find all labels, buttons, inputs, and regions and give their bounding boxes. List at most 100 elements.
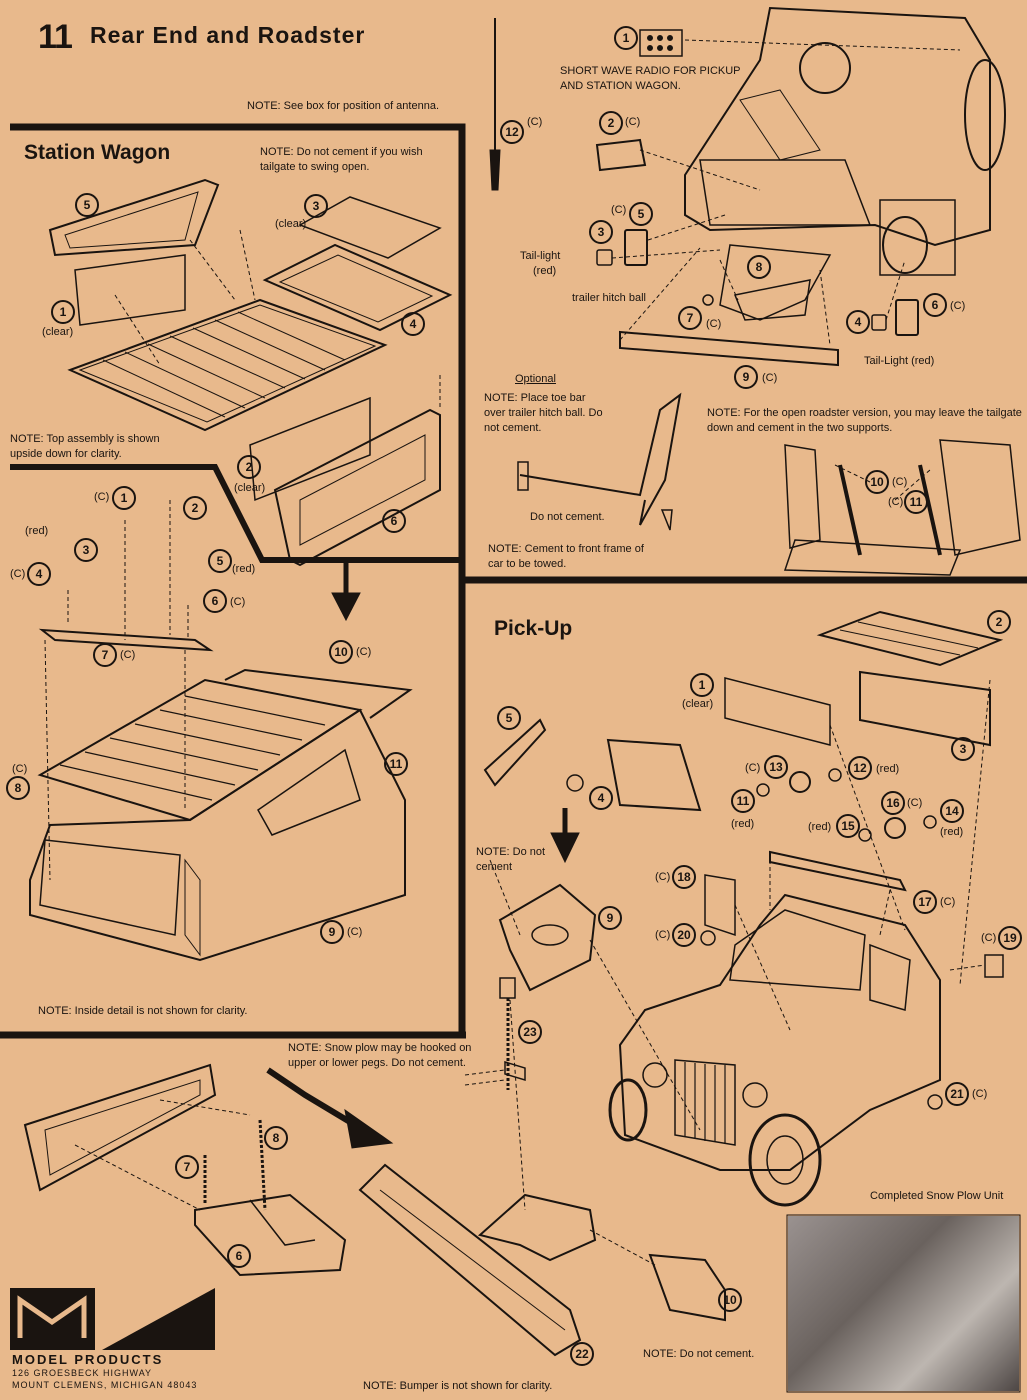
tail-light-red-label-right: Tail-Light (red): [864, 355, 935, 367]
label-clear-3: (clear): [275, 218, 307, 230]
svg-text:3: 3: [83, 543, 90, 557]
svg-text:21: 21: [950, 1087, 964, 1101]
note-do-not-cement-tow: Do not cement.: [530, 511, 605, 523]
svg-text:18: 18: [677, 870, 691, 884]
label-c-16: (C): [907, 797, 923, 809]
note-tailgate: NOTE: Do not cement if you wish tailgate…: [260, 146, 423, 173]
svg-text:2: 2: [192, 501, 199, 515]
svg-text:10: 10: [723, 1293, 737, 1307]
label-c-9r: (C): [762, 372, 778, 384]
svg-text:22: 22: [575, 1347, 589, 1361]
svg-text:2: 2: [246, 460, 253, 474]
completed-label: Completed Snow Plow Unit: [870, 1190, 1004, 1202]
svg-text:9: 9: [743, 370, 750, 384]
section-title-station-wagon: Station Wagon: [24, 141, 171, 164]
svg-text:8: 8: [15, 781, 22, 795]
svg-text:1: 1: [121, 491, 128, 505]
note-open-roadster: NOTE: For the open roadster version, you…: [707, 407, 1022, 434]
section-title-pickup: Pick-Up: [494, 617, 573, 640]
svg-text:8: 8: [273, 1131, 280, 1145]
company-name: MODEL PRODUCTS: [12, 1352, 164, 1367]
note-snow-plow: NOTE: Snow plow may be hooked on upper o…: [288, 1042, 472, 1069]
svg-text:4: 4: [855, 315, 862, 329]
tail-light-label: Tail-light: [520, 250, 561, 262]
label-c-7r: (C): [706, 318, 722, 330]
note-toe-bar: NOTE: Place toe bar over trailer hitch b…: [484, 392, 603, 434]
completed-snow-plow-photo: [788, 1216, 1019, 1391]
optional-label: Optional: [515, 373, 556, 385]
svg-text:7: 7: [102, 648, 109, 662]
svg-text:9: 9: [329, 925, 336, 939]
label-clear-1: (clear): [42, 326, 74, 338]
company-address-line2: MOUNT CLEMENS, MICHIGAN 48043: [12, 1380, 198, 1390]
label-red-11: (red): [731, 818, 755, 830]
svg-text:1: 1: [60, 305, 67, 319]
svg-text:5: 5: [638, 207, 645, 221]
svg-text:20: 20: [677, 928, 691, 942]
label-c-13: (C): [745, 762, 761, 774]
svg-text:14: 14: [945, 804, 959, 818]
label-red-14: (red): [940, 826, 964, 838]
label-c-6: (C): [230, 596, 246, 608]
svg-text:6: 6: [212, 594, 219, 608]
svg-text:1: 1: [623, 31, 630, 45]
svg-text:3: 3: [598, 225, 605, 239]
label-red-12: (red): [876, 763, 900, 775]
label-c-18: (C): [655, 871, 671, 883]
label-c-11r: (C): [888, 496, 904, 508]
label-red-15: (red): [808, 821, 832, 833]
svg-text:13: 13: [769, 760, 783, 774]
label-clear-2: (clear): [234, 482, 266, 494]
note-bumper: NOTE: Bumper is not shown for clarity.: [363, 1380, 553, 1392]
label-c-19: (C): [981, 932, 997, 944]
svg-text:7: 7: [687, 311, 694, 325]
note-inside-detail: NOTE: Inside detail is not shown for cla…: [38, 1005, 248, 1017]
label-c-4: (C): [10, 568, 26, 580]
svg-text:6: 6: [236, 1249, 243, 1263]
label-red-5: (red): [232, 563, 256, 575]
svg-text:16: 16: [886, 796, 900, 810]
page-title: Rear End and Roadster: [90, 22, 366, 48]
hitch-ball-label: trailer hitch ball: [572, 292, 646, 304]
svg-text:12: 12: [505, 125, 519, 139]
label-c-9: (C): [347, 926, 363, 938]
svg-text:10: 10: [870, 475, 884, 489]
tail-light-red-label: (red): [533, 265, 557, 277]
svg-text:9: 9: [607, 911, 614, 925]
radio-label: SHORT WAVE RADIO FOR PICKUP AND STATION …: [560, 65, 741, 92]
svg-text:7: 7: [184, 1160, 191, 1174]
label-c-10r: (C): [892, 476, 908, 488]
svg-text:4: 4: [598, 791, 605, 805]
label-c-6r: (C): [950, 300, 966, 312]
svg-text:2: 2: [608, 116, 615, 130]
label-c-21: (C): [972, 1088, 988, 1100]
label-c-20: (C): [655, 929, 671, 941]
note-pickup-no-cement: NOTE: Do not cement: [476, 846, 546, 873]
svg-text:11: 11: [737, 794, 750, 808]
svg-text:5: 5: [84, 198, 91, 212]
step-number: 11: [38, 18, 73, 56]
svg-text:3: 3: [313, 199, 320, 213]
svg-text:2: 2: [996, 615, 1003, 629]
svg-text:15: 15: [841, 819, 855, 833]
label-c-7: (C): [120, 649, 136, 661]
label-red-3: (red): [25, 525, 49, 537]
svg-text:6: 6: [932, 298, 939, 312]
label-clear-p1: (clear): [682, 698, 714, 710]
label-c-5r: (C): [611, 204, 627, 216]
label-c-10: (C): [356, 646, 372, 658]
svg-text:10: 10: [334, 645, 348, 659]
note-front-frame: NOTE: Cement to front frame of car to be…: [488, 543, 644, 570]
svg-text:12: 12: [853, 761, 867, 775]
svg-text:1: 1: [699, 678, 706, 692]
svg-text:19: 19: [1003, 931, 1017, 945]
svg-text:5: 5: [217, 554, 224, 568]
svg-text:5: 5: [506, 711, 513, 725]
svg-text:23: 23: [523, 1025, 537, 1039]
svg-text:3: 3: [960, 742, 967, 756]
company-address-line1: 126 GROESBECK HIGHWAY: [12, 1368, 153, 1378]
mpc-logo: [10, 1288, 215, 1350]
label-c-12: (C): [527, 116, 543, 128]
